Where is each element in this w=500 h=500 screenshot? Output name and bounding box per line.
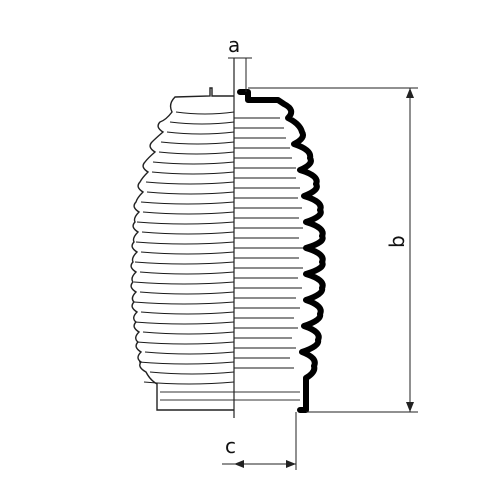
dim-a-label: a — [228, 33, 240, 57]
left-rib-line — [139, 271, 235, 275]
left-outer-silhouette — [130, 87, 234, 411]
left-rib-line — [136, 221, 235, 225]
dim-b-arrow-bottom — [406, 402, 414, 412]
left-rib-line — [136, 341, 235, 345]
left-rib-line — [151, 171, 235, 175]
left-rib-line — [139, 291, 235, 295]
left-rib-line — [145, 181, 235, 185]
left-rib-line — [135, 241, 235, 245]
left-rib-line — [141, 231, 235, 235]
dim-c-label: c — [225, 434, 236, 458]
left-rib-line — [144, 351, 235, 355]
dim-c-arrow-right — [286, 460, 296, 468]
left-rib-line — [133, 281, 235, 285]
left-rib-line — [146, 191, 235, 195]
left-rib-line — [149, 371, 235, 375]
left-rib-line — [138, 361, 235, 365]
left-rib-line — [134, 261, 235, 265]
dim-c-arrow-left — [234, 460, 244, 468]
left-rib-line — [140, 201, 235, 205]
dim-b-arrow-top — [406, 88, 414, 98]
left-rib-line — [169, 121, 235, 125]
section-wall-profile — [237, 89, 326, 413]
left-rib-line — [140, 251, 235, 255]
left-ring-lines — [133, 111, 235, 385]
left-rib-line — [134, 321, 235, 325]
left-rib-line — [152, 161, 235, 165]
left-rib-line — [158, 151, 235, 155]
left-rib-line — [142, 211, 235, 215]
left-rib-line — [142, 331, 235, 335]
dim-b-label: b — [385, 235, 409, 248]
left-rib-line — [140, 311, 235, 315]
right-ring-lines — [234, 117, 303, 369]
left-rib-line — [160, 141, 235, 145]
left-rib-line — [133, 301, 235, 305]
left-rib-line — [143, 381, 235, 385]
left-rib-line — [166, 131, 235, 135]
left-rib-line — [175, 111, 235, 115]
